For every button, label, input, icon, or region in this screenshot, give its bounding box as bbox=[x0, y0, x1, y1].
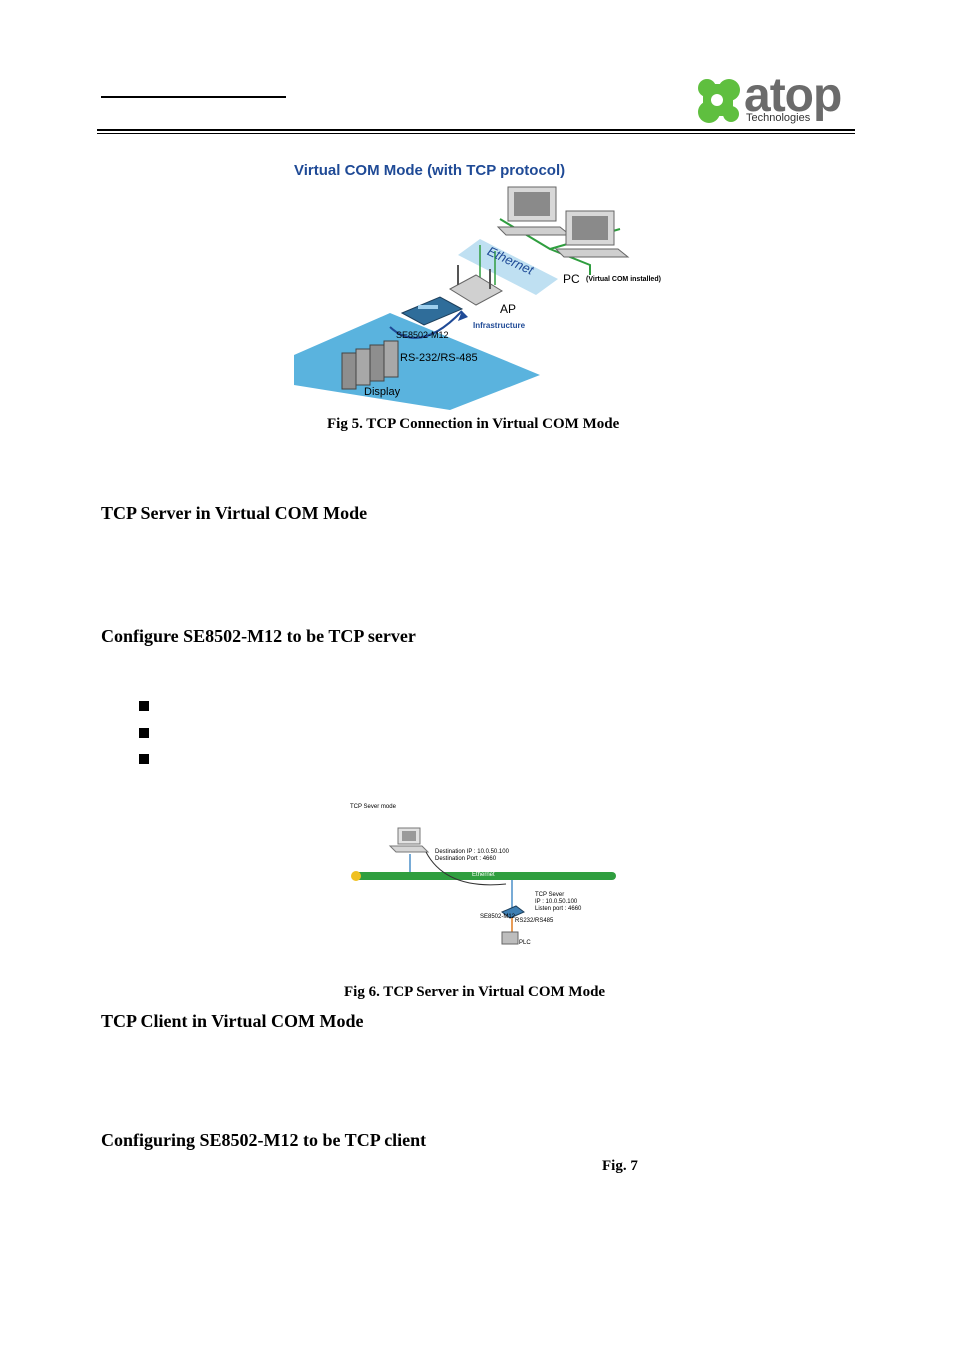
tcp-mode-label: TCP Sever mode bbox=[350, 804, 396, 810]
infrastructure-label: Infrastructure bbox=[473, 321, 526, 330]
header-rule-thin bbox=[97, 133, 855, 134]
pc-1-icon bbox=[496, 186, 572, 236]
section-heading-configure-client: Configuring SE8502-M12 to be TCP client bbox=[101, 1130, 427, 1150]
section-heading-tcp-client: TCP Client in Virtual COM Mode bbox=[101, 1011, 364, 1031]
ethernet-bus bbox=[354, 872, 616, 880]
device-small-label: SE8502-M12 bbox=[480, 914, 516, 920]
dest-port-label: Destination Port : 4660 bbox=[435, 856, 497, 862]
section-heading-configure-server: Configure SE8502-M12 to be TCP server bbox=[101, 626, 416, 646]
bullet-3 bbox=[139, 754, 149, 764]
ethernet-band bbox=[458, 239, 558, 295]
pc-label: PC bbox=[563, 272, 580, 286]
ap-label: AP bbox=[500, 302, 517, 316]
atop-logo-mark bbox=[695, 76, 743, 124]
plc-label: PLC bbox=[519, 940, 531, 946]
device-label: SE8502-M12 bbox=[396, 330, 449, 340]
header-rule bbox=[97, 129, 855, 131]
listen-port-label: Listen port : 4660 bbox=[535, 906, 582, 912]
dest-ip-label: Destination IP : 10.0.50.100 bbox=[435, 849, 509, 855]
server-pc-icon bbox=[388, 827, 430, 853]
pc-note-label: (Virtual COM installed) bbox=[586, 276, 661, 283]
logo-wordmark: atop bbox=[744, 69, 842, 122]
server-ip-label: IP : 10.0.50.100 bbox=[535, 899, 578, 905]
display-cabinet-icon bbox=[341, 340, 399, 390]
section-heading-tcp-server: TCP Server in Virtual COM Mode bbox=[101, 503, 368, 523]
server-title-label: TCP Sever bbox=[535, 892, 565, 898]
serial-small-label: RS232/RS485 bbox=[515, 918, 554, 924]
figure6-caption: Fig 6. TCP Server in Virtual COM Mode bbox=[344, 984, 606, 1000]
ethernet-bus-label: Ethernet bbox=[472, 872, 495, 878]
se8502-small-icon bbox=[501, 905, 525, 919]
figure5-title: Virtual COM Mode (with TCP protocol) bbox=[294, 162, 566, 179]
plc-icon bbox=[501, 931, 519, 945]
figure5-caption: Fig 5. TCP Connection in Virtual COM Mod… bbox=[327, 416, 620, 432]
se8502-device-icon bbox=[400, 296, 464, 326]
bullet-1 bbox=[139, 701, 149, 711]
figure5-diagram bbox=[290, 185, 690, 410]
logo-subtitle: Technologies bbox=[746, 112, 811, 124]
pc-2-icon bbox=[554, 210, 630, 258]
bullet-2 bbox=[139, 728, 149, 738]
figure6-diagram bbox=[346, 800, 626, 950]
header-short-rule bbox=[101, 96, 286, 98]
display-label: Display bbox=[364, 386, 401, 398]
serial-label: RS-232/RS-485 bbox=[400, 352, 478, 364]
access-point-icon bbox=[448, 265, 504, 306]
fig7-reference: Fig. 7 bbox=[602, 1158, 638, 1174]
